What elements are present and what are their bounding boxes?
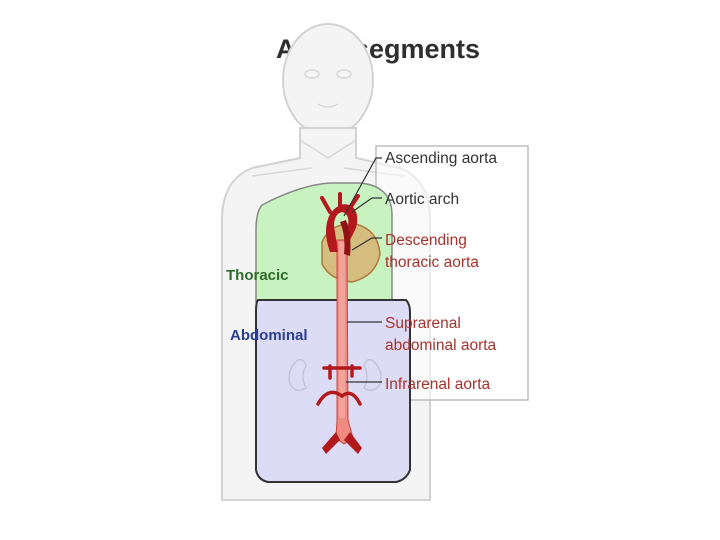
- label-descending-line2: thoracic aorta: [385, 254, 479, 271]
- ascending-aorta: [340, 220, 351, 256]
- leader-lines: [343, 157, 382, 383]
- label-aortic-arch: Aortic arch: [385, 191, 459, 208]
- label-infrarenal-aorta: Infrarenal aorta: [385, 376, 490, 393]
- abdominal-label: Abdominal: [230, 327, 308, 344]
- kidneys: [288, 358, 382, 391]
- label-descending-line1: Descending: [385, 232, 467, 249]
- thoracic-label: Thoracic: [226, 267, 289, 284]
- face-features: [251, 69, 405, 177]
- iliac-branches: [322, 432, 362, 454]
- label-suprarenal-line1: Suprarenal: [385, 315, 461, 332]
- descending-aorta-core: [339, 242, 345, 418]
- label-suprarenal-line2: abdominal aorta: [385, 337, 497, 354]
- abdominal-branches: [316, 364, 362, 406]
- aortic-arch: [326, 204, 358, 252]
- label-ascending-aorta: Ascending aorta: [385, 150, 497, 167]
- arch-branches: [320, 192, 360, 214]
